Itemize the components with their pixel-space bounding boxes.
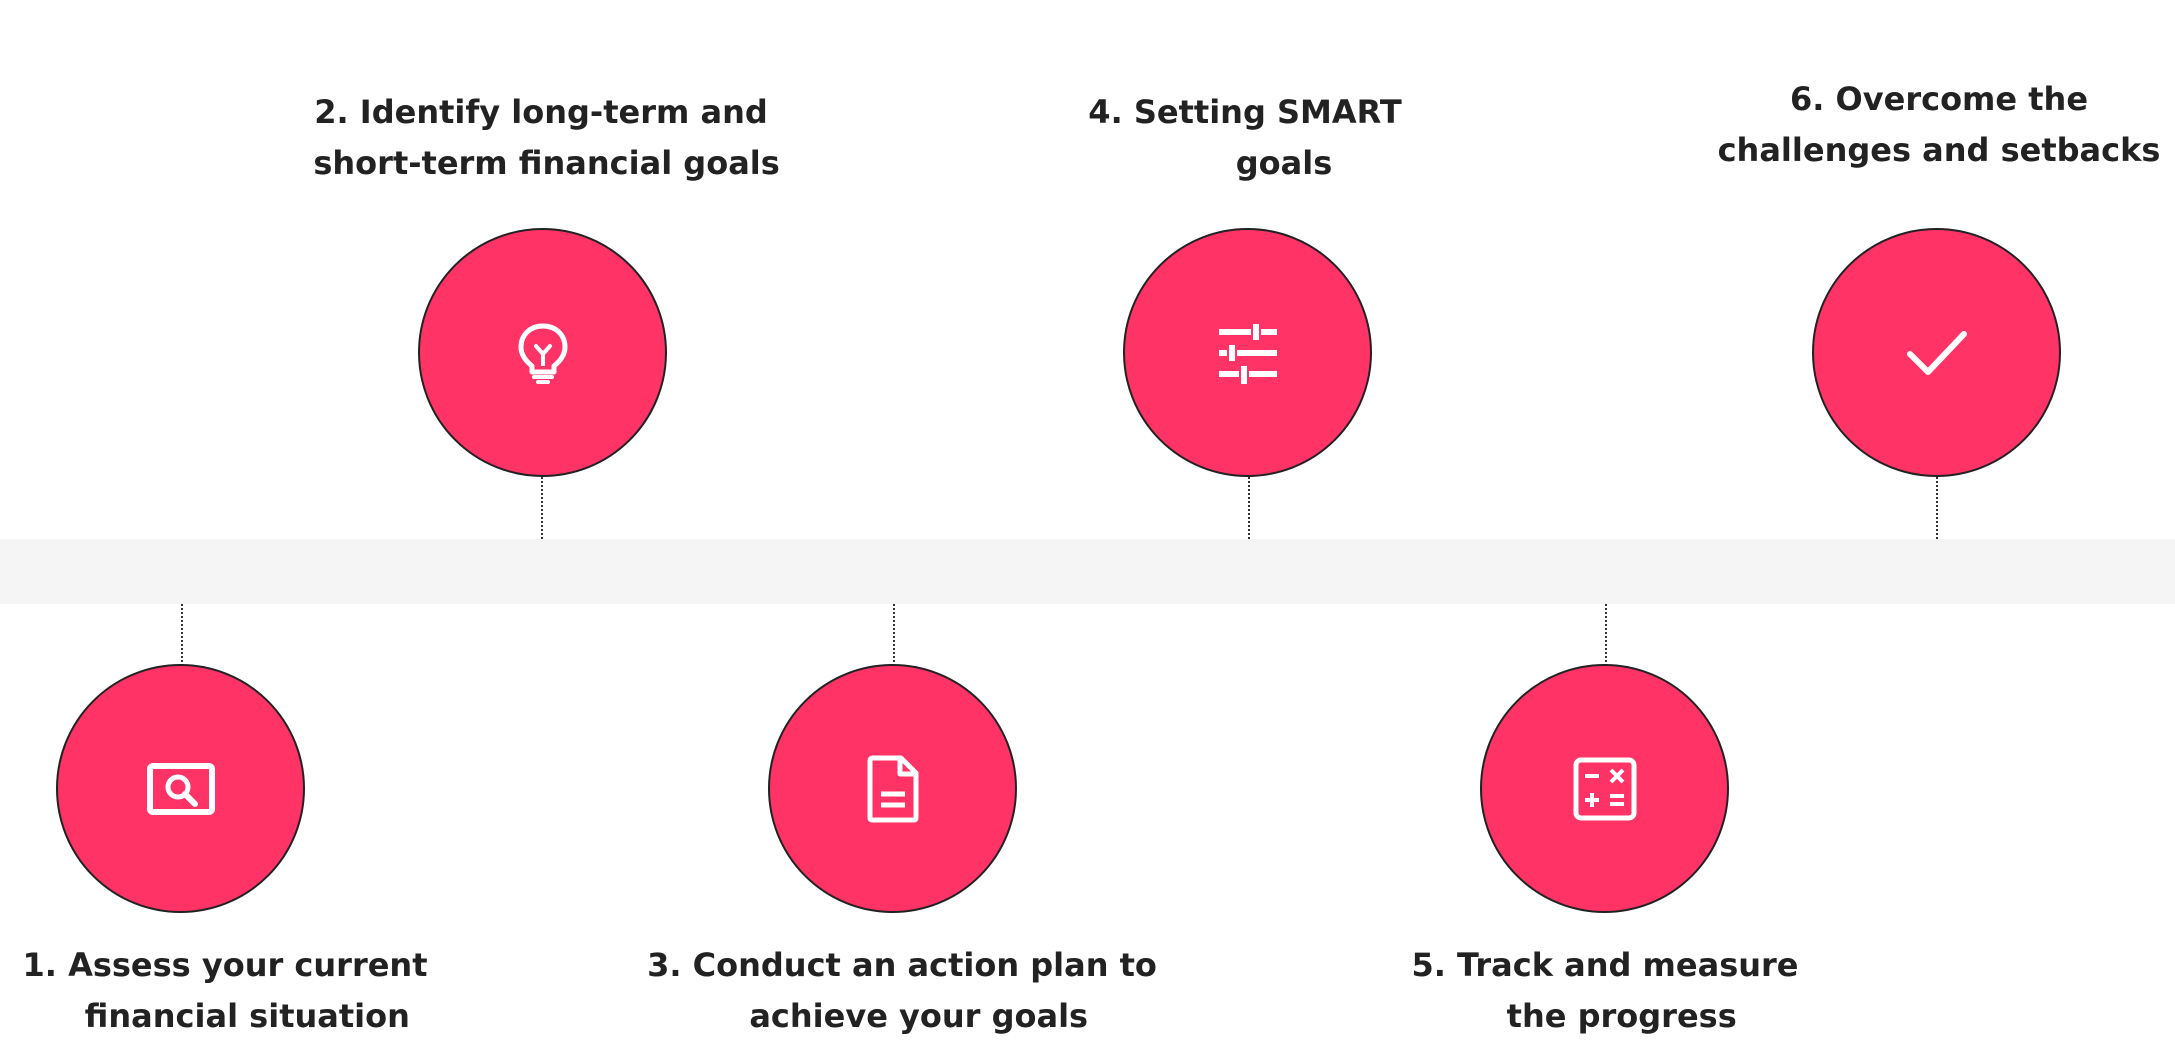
- step-5-label: 5. Track and measure the progress: [1411, 946, 1799, 1035]
- sliders-icon: [1213, 318, 1283, 388]
- timeline-band: [0, 539, 2175, 604]
- step-4-label: 4. Setting SMART goals: [1088, 93, 1402, 182]
- document-icon: [858, 754, 928, 824]
- connector-step-2: [541, 477, 543, 539]
- connector-step-5: [1605, 604, 1607, 666]
- step-1-label: 1. Assess your current financial situati…: [22, 946, 428, 1035]
- step-1-circle: [56, 664, 305, 913]
- step-6-circle: [1812, 228, 2061, 477]
- step-2-circle: [418, 228, 667, 477]
- calculator-icon: [1570, 754, 1640, 824]
- lightbulb-icon: [508, 318, 578, 388]
- step-3-circle: [768, 664, 1017, 913]
- connector-step-6: [1936, 477, 1938, 539]
- checkmark-icon: [1902, 318, 1972, 388]
- connector-step-4: [1248, 477, 1250, 539]
- step-5-circle: [1480, 664, 1729, 913]
- step-6-label: 6. Overcome the challenges and setbacks: [1717, 80, 2161, 169]
- connector-step-3: [893, 604, 895, 666]
- step-3-label: 3. Conduct an action plan to achieve you…: [647, 946, 1157, 1035]
- step-4-circle: [1123, 228, 1372, 477]
- search-window-icon: [146, 754, 216, 824]
- connector-step-1: [181, 604, 183, 666]
- step-2-label: 2. Identify long-term and short-term fin…: [313, 93, 780, 182]
